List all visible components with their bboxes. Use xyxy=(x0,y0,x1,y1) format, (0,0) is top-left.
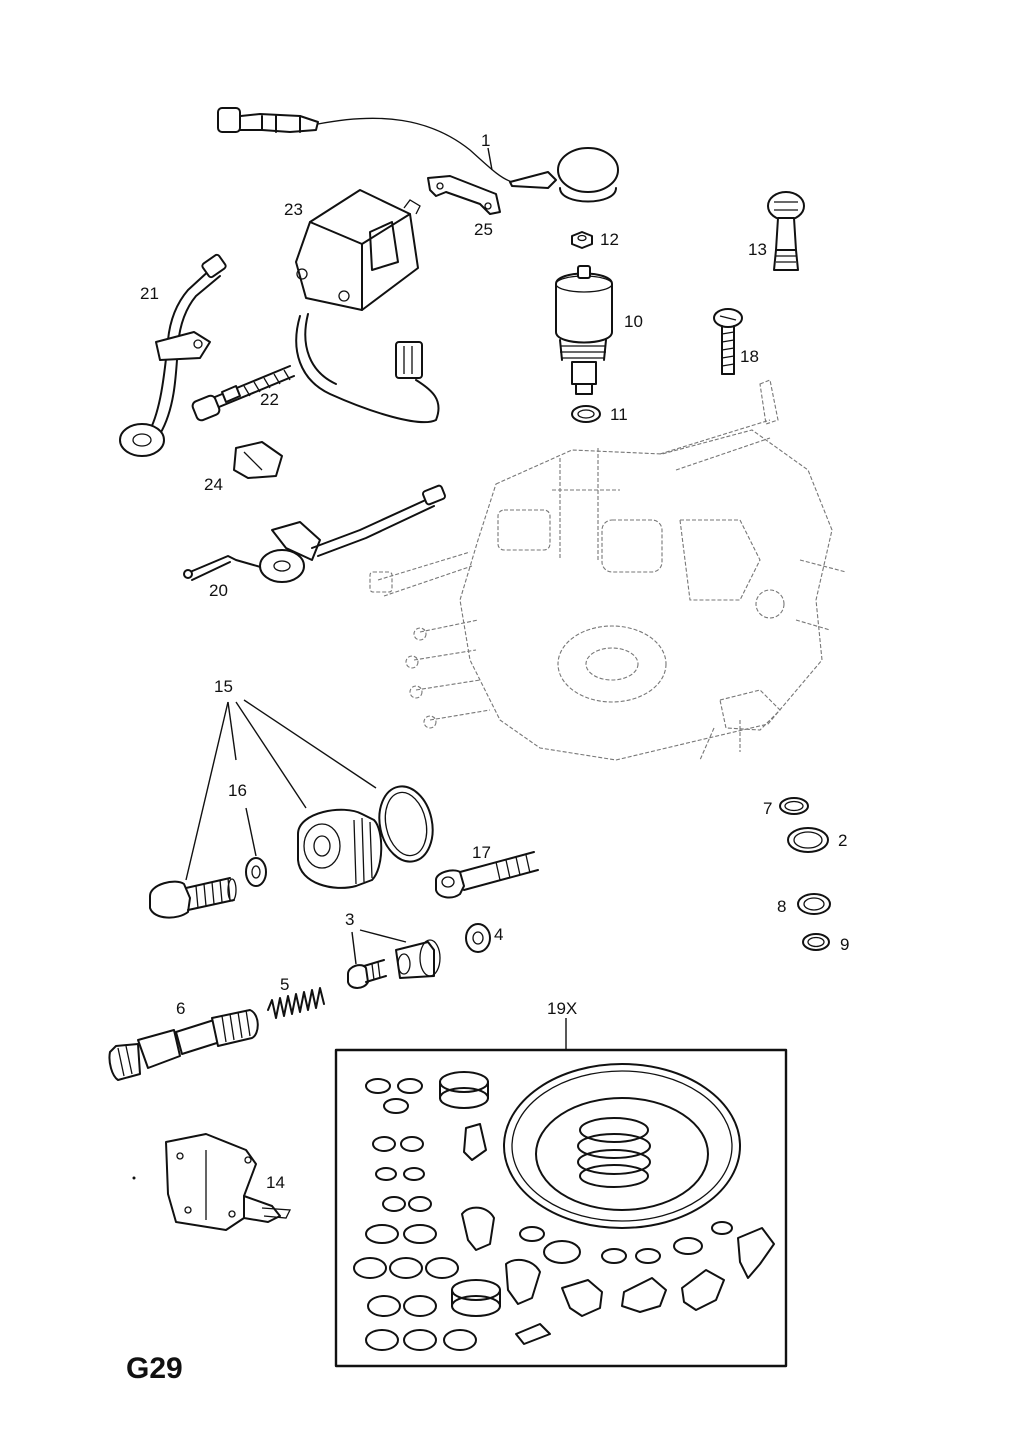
part-7-o-ring-icon xyxy=(779,797,809,815)
part-1-cable-icon xyxy=(217,107,619,203)
callout-22: 22 xyxy=(260,390,279,409)
callout-2: 2 xyxy=(838,831,847,850)
part-8-o-ring-icon xyxy=(797,893,831,915)
part-10-solenoid-icon xyxy=(555,265,613,395)
callout-9: 9 xyxy=(840,935,849,954)
part-3-valve-icon xyxy=(347,959,387,989)
callout-24: 24 xyxy=(204,475,223,494)
injection-pump-icon xyxy=(369,379,847,761)
part-11-o-ring-icon xyxy=(571,405,601,423)
callout-11: 11 xyxy=(610,405,628,424)
part-24-cap-icon xyxy=(233,441,283,479)
part-21-pipe-icon xyxy=(119,253,227,457)
callout-25: 25 xyxy=(474,220,493,239)
part-15-bolt-icon xyxy=(149,877,237,919)
callout-21: 21 xyxy=(140,284,159,303)
part-5-spring-icon xyxy=(267,987,325,1019)
callout-1: 1 xyxy=(481,131,490,150)
callout-7: 7 xyxy=(763,799,772,818)
callout-19x: 19X xyxy=(547,999,577,1018)
callout-20: 20 xyxy=(209,581,228,600)
callout-6: 6 xyxy=(176,999,185,1018)
part-9-o-ring-icon xyxy=(802,933,830,951)
callout-4: 4 xyxy=(494,925,503,944)
callout-23: 23 xyxy=(284,200,303,219)
part-17-screw-icon xyxy=(435,851,539,899)
callout-12: 12 xyxy=(600,230,619,249)
part-6-valve-holder-icon xyxy=(108,1009,259,1081)
part-20-pipe-icon xyxy=(183,484,446,583)
part-3-valve-seat-icon xyxy=(395,939,441,979)
callout-labels: 1 23 25 12 13 21 10 18 22 11 24 20 15 16… xyxy=(140,131,849,1192)
callout-13: 13 xyxy=(748,240,767,259)
callout-18: 18 xyxy=(740,347,759,366)
callout-14: 14 xyxy=(266,1173,285,1192)
callout-10: 10 xyxy=(624,312,643,331)
part-16-washer-icon xyxy=(245,857,267,887)
leader-lines xyxy=(185,147,567,1050)
part-12-nut-icon xyxy=(571,231,593,249)
part-2-o-ring-icon xyxy=(787,827,829,853)
callout-17: 17 xyxy=(472,843,491,862)
callout-8: 8 xyxy=(777,897,786,916)
part-23-control-unit-icon xyxy=(295,189,440,424)
callout-5: 5 xyxy=(280,975,289,994)
callout-16: 16 xyxy=(228,781,247,800)
part-14-bracket-icon xyxy=(132,1133,292,1231)
page-code: G29 xyxy=(126,1352,183,1385)
part-15-cap-nut-icon xyxy=(297,808,383,889)
callout-3: 3 xyxy=(345,910,354,929)
part-15-o-ring-icon xyxy=(378,785,434,863)
part-4-washer-icon xyxy=(465,923,491,953)
part-25-bracket-icon xyxy=(427,175,501,215)
part-18-screw-icon xyxy=(713,308,743,375)
part-13-valve-icon xyxy=(767,191,805,271)
seal-kit-icon xyxy=(334,1048,788,1368)
part-22-bolt-icon xyxy=(191,365,295,422)
callout-15: 15 xyxy=(214,677,233,696)
